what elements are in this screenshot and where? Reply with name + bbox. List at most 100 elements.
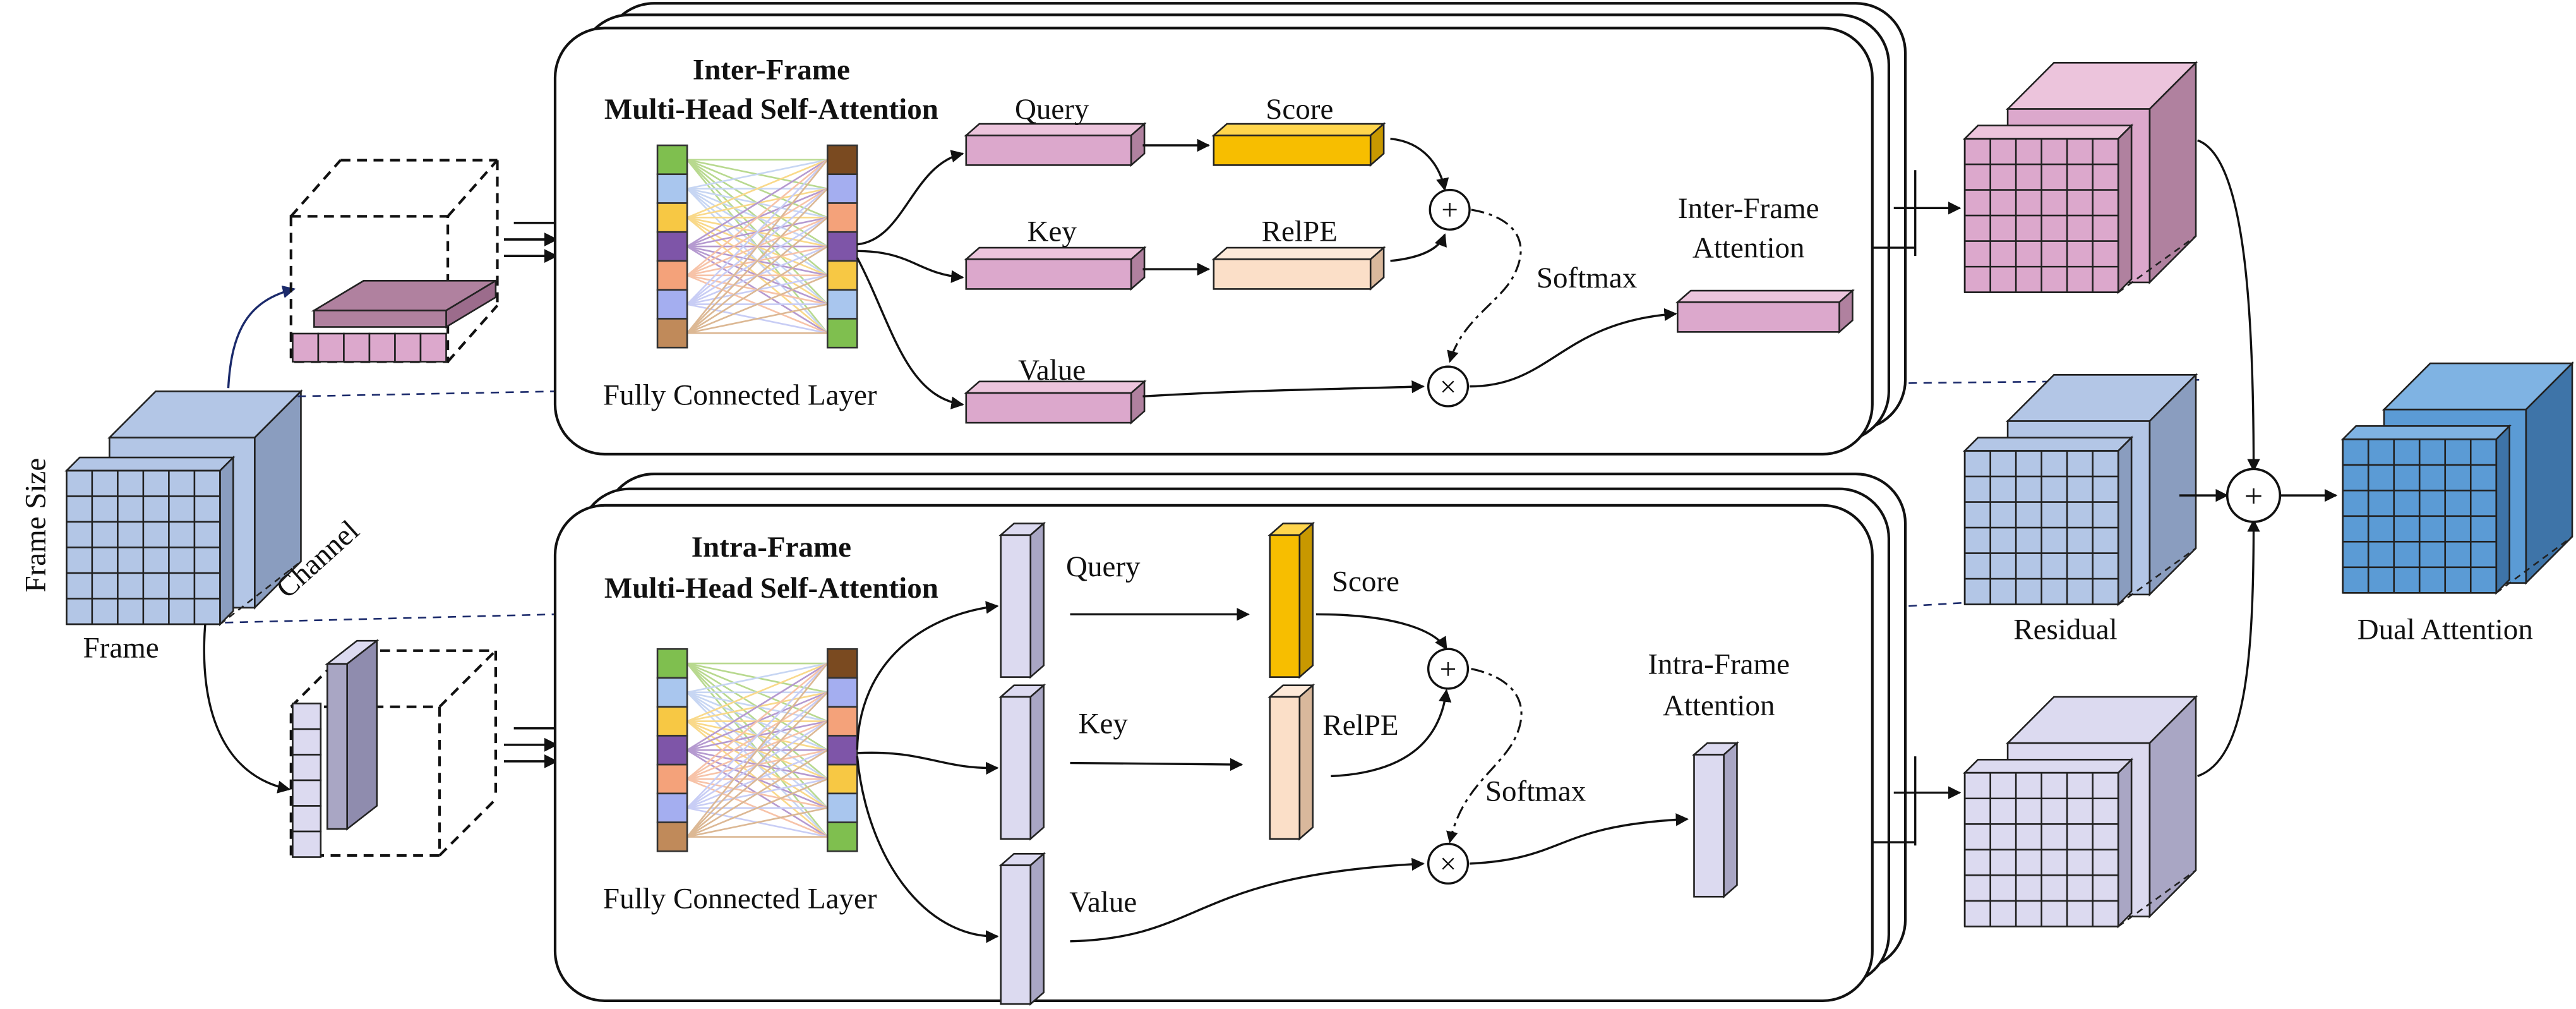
fc-output-node xyxy=(826,763,858,795)
intra-fc-label: Fully Connected Layer xyxy=(603,883,877,915)
intra-slab-cell xyxy=(292,805,322,833)
sum-plus-operator: + xyxy=(2226,468,2282,523)
intra-softmax-path xyxy=(1446,668,1523,843)
intra-frame-attention-output-bar xyxy=(1692,741,1739,899)
fc-connection xyxy=(686,245,828,334)
intra-fc-output-arrows xyxy=(856,601,999,943)
inter-frame-panel-stack xyxy=(553,2,1907,456)
inter-query-label: Query xyxy=(1015,93,1089,126)
intra-relpe-label: RelPE xyxy=(1322,709,1398,742)
frame-label: Frame xyxy=(83,631,159,664)
intra-output-bar-side xyxy=(1723,741,1738,899)
inter-key-bar-front xyxy=(965,258,1132,290)
svg-text:+: + xyxy=(1441,194,1458,227)
fc-output-node xyxy=(826,677,858,708)
intra-value-bar-front xyxy=(1000,864,1032,1005)
intra-key-label: Key xyxy=(1079,708,1129,740)
fc-output-node xyxy=(826,260,858,291)
inter-frame-qkv-bars xyxy=(964,122,1386,425)
residual-cube xyxy=(1962,373,2198,607)
fc-connection xyxy=(686,188,829,334)
fc-output-node xyxy=(826,648,858,679)
depth-edge xyxy=(2495,536,2573,594)
fc-input-node xyxy=(656,202,688,233)
inter-slab-cell xyxy=(317,332,345,363)
intra-plus-operator: + xyxy=(1427,648,1470,690)
intra-relpe-bar-front xyxy=(1269,696,1301,840)
input-to-inter-arrow xyxy=(227,285,296,389)
intra-frame-dashed-cube xyxy=(289,649,497,857)
intra-query-label: Query xyxy=(1066,550,1141,583)
fc-connection xyxy=(686,159,829,334)
front-block-side xyxy=(2117,758,2133,929)
intra-softmax-label: Softmax xyxy=(1485,775,1586,808)
fc-connection xyxy=(686,663,829,780)
depth-edge xyxy=(219,560,302,625)
fc-output-node xyxy=(826,289,858,320)
intra-relpe-bar-side xyxy=(1298,683,1314,841)
fc-input-node xyxy=(656,173,688,204)
fc-input-node xyxy=(656,231,688,262)
intra-slab-body-side xyxy=(346,639,378,831)
inter-frame-title-2: Multi-Head Self-Attention xyxy=(604,93,938,126)
dual-attention-label: Dual Attention xyxy=(2357,613,2533,646)
inter-score-bar-front xyxy=(1213,135,1372,166)
fc-connection xyxy=(686,778,828,838)
inter-frame-fully-connected-layer xyxy=(656,144,858,349)
front-block-top xyxy=(1962,437,2134,452)
front-block-top xyxy=(64,456,236,472)
fc-connection xyxy=(686,159,828,248)
intra-value-label: Value xyxy=(1069,886,1137,919)
front-block-side xyxy=(2117,435,2133,607)
intra-slab-cell xyxy=(292,830,322,858)
fc-connection xyxy=(686,807,828,838)
front-block-top xyxy=(2340,425,2512,440)
intra-key-bar-side xyxy=(1029,683,1045,841)
inter-frame-attention-output-bar xyxy=(1675,289,1855,334)
inter-plus-operator: + xyxy=(1429,188,1471,231)
fc-connection xyxy=(686,159,829,305)
intra-slab-cell xyxy=(292,779,322,807)
input-to-intra-arrow xyxy=(203,624,291,794)
inter-slab-cell xyxy=(368,332,396,363)
inter-fc-label: Fully Connected Layer xyxy=(603,378,877,411)
fc-connection xyxy=(686,159,828,219)
intra-score-bar-front xyxy=(1269,534,1301,678)
fc-output-node xyxy=(826,735,858,766)
fc-output-node xyxy=(826,173,858,204)
input-frame-cube xyxy=(64,389,303,627)
fc-input-node xyxy=(656,735,688,766)
fc-output-node xyxy=(826,202,858,233)
intra-frame-panel-stack xyxy=(553,473,1907,1003)
fc-output-node xyxy=(826,792,858,823)
sum-arrows xyxy=(2179,139,2338,778)
fc-input-node xyxy=(656,289,688,320)
fc-connection xyxy=(686,720,829,838)
fc-connection xyxy=(686,662,828,694)
front-block-side xyxy=(219,455,234,627)
fc-input-node xyxy=(656,792,688,823)
intra-frame-title-1: Intra-Frame xyxy=(692,531,851,564)
intra-value-bar-side xyxy=(1029,852,1045,1006)
residual-label: Residual xyxy=(2013,613,2118,646)
inter-relpe-bar-top xyxy=(1211,246,1386,260)
fc-input-node xyxy=(656,260,688,291)
intra-slab-cell xyxy=(292,703,322,730)
fc-output-node xyxy=(826,821,858,852)
intra-times-operator: × xyxy=(1427,842,1470,885)
fc-connection xyxy=(686,159,829,276)
svg-text:+: + xyxy=(2244,478,2263,514)
fc-connection xyxy=(686,303,828,334)
dashed-connectors xyxy=(225,378,2205,624)
inter-output-label-1: Inter-Frame xyxy=(1678,192,1819,225)
fc-connection xyxy=(686,159,828,190)
depth-edge xyxy=(2118,869,2196,927)
front-block-top xyxy=(1962,124,2134,140)
intra-query-bar-side xyxy=(1029,521,1045,679)
fc-input-node xyxy=(656,821,688,852)
intra-frame-fully-connected-layer xyxy=(656,648,858,852)
fc-connection xyxy=(686,662,828,722)
fc-connection xyxy=(686,749,828,838)
inter-slab-cell xyxy=(394,332,422,363)
